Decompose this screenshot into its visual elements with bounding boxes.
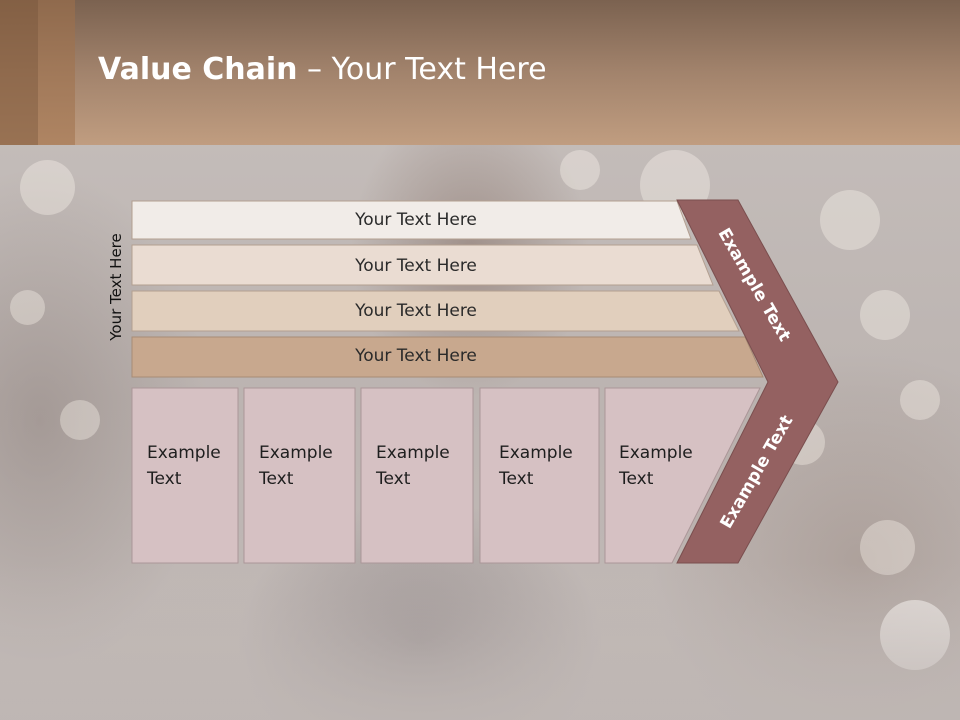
slide-title-rest: – Your Text Here bbox=[297, 52, 547, 87]
activity-text-line: Text bbox=[499, 469, 534, 489]
support-band-label: Your Text Here bbox=[355, 256, 477, 276]
activity-box-4[interactable] bbox=[479, 387, 600, 564]
activity-text-line: Text bbox=[619, 469, 654, 489]
activity-text-line: Example bbox=[259, 443, 333, 463]
reflection-fade bbox=[0, 563, 960, 720]
activity-text-line: Example bbox=[499, 443, 573, 463]
activity-text-line: Example bbox=[619, 443, 693, 463]
support-band-2[interactable] bbox=[131, 244, 714, 286]
activity-text-line: Text bbox=[259, 469, 294, 489]
header-accent-strip bbox=[38, 0, 75, 145]
support-band-label: Your Text Here bbox=[355, 301, 477, 321]
activity-text-line: Text bbox=[147, 469, 182, 489]
support-band-4[interactable] bbox=[131, 336, 764, 378]
slide-title[interactable]: Value Chain – Your Text Here bbox=[98, 52, 547, 87]
title-bar: Value Chain – Your Text Here bbox=[0, 0, 960, 145]
activity-text-line: Text bbox=[376, 469, 411, 489]
support-band-1[interactable] bbox=[131, 200, 692, 240]
activity-box-1[interactable] bbox=[131, 387, 239, 564]
support-band-label: Your Text Here bbox=[355, 346, 477, 366]
header-accent-strip bbox=[0, 0, 38, 145]
slide-title-bold: Value Chain bbox=[98, 52, 298, 87]
support-band-label: Your Text Here bbox=[355, 210, 477, 230]
support-band-3[interactable] bbox=[131, 290, 740, 332]
activity-text-line: Example bbox=[376, 443, 450, 463]
activity-text-line: Example bbox=[147, 443, 221, 463]
